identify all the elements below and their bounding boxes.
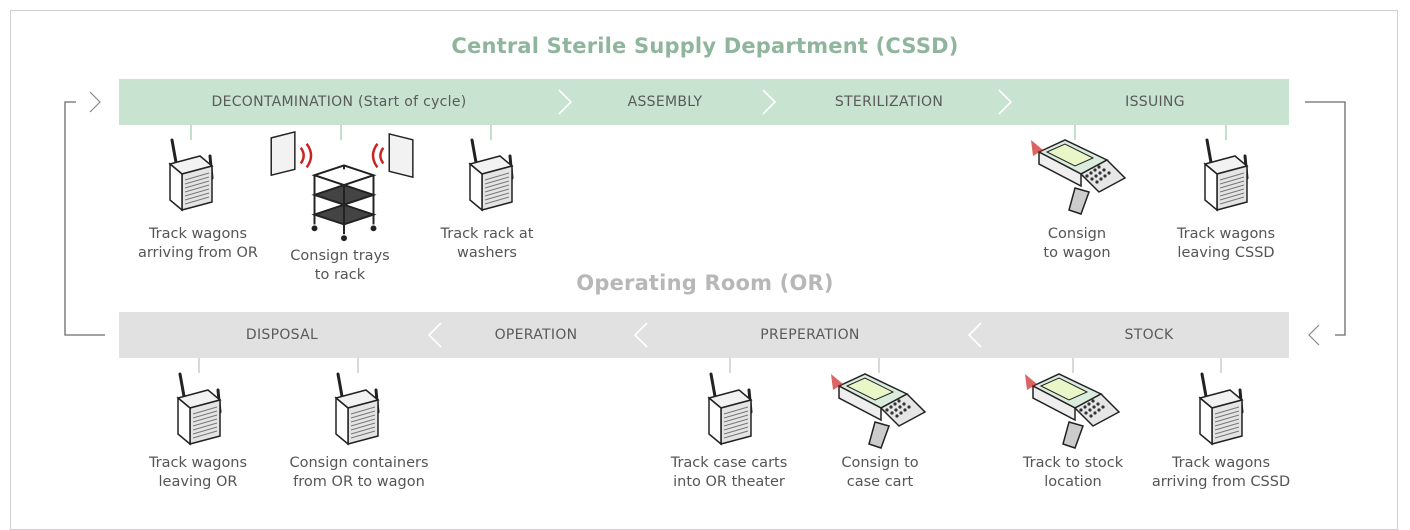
cssd-item-label: Track wagons leaving CSSD <box>1176 226 1276 261</box>
rfid-reader-icon <box>322 366 392 456</box>
chevron-left-icon <box>427 322 442 348</box>
or-item-label: Track wagons arriving from CSSD <box>1151 455 1291 490</box>
chevron-left-icon <box>633 322 648 348</box>
chevron-right-icon <box>762 89 777 115</box>
rfid-reader-icon <box>164 366 234 456</box>
chevron-right-icon <box>998 89 1013 115</box>
or-item-label: Track to stock location <box>1022 455 1124 490</box>
or-item-label: Consign to case cart <box>841 455 919 490</box>
or-process-band: DISPOSAL OPERATION PREPERATION STOCK <box>119 312 1289 358</box>
cssd-process-band: DECONTAMINATION (Start of cycle) ASSEMBL… <box>119 79 1289 125</box>
cssd-title: Central Sterile Supply Department (CSSD) <box>451 34 959 58</box>
chevron-left-icon <box>967 322 982 348</box>
loop-bracket-left <box>64 101 105 336</box>
handheld-scanner-icon <box>829 364 929 454</box>
handheld-scanner-icon <box>1029 130 1129 220</box>
connector-lines <box>190 125 1227 140</box>
rfid-reader-icon <box>1186 366 1256 456</box>
stage-operation: OPERATION <box>494 327 578 343</box>
stage-disposal: DISPOSAL <box>245 327 319 343</box>
rfid-reader-icon <box>695 366 765 456</box>
cssd-item-label: Track rack at washers <box>440 226 534 261</box>
stage-assembly: ASSEMBLY <box>627 94 703 110</box>
or-item-label: Consign containers from OR to wagon <box>289 455 429 490</box>
loop-bracket-right <box>1305 101 1346 336</box>
stage-sterilization: STERILIZATION <box>834 94 944 110</box>
loop-chevron-left-icon <box>89 91 101 113</box>
cssd-stage-chevrons <box>558 89 1013 115</box>
stage-issuing: ISSUING <box>1125 94 1185 110</box>
cssd-item-label: Consign trays to rack <box>290 248 390 283</box>
flow-connectors <box>64 91 1346 373</box>
stage-stock: STOCK <box>1124 327 1174 343</box>
loop-chevron-right-icon <box>1308 324 1320 346</box>
stage-decontamination: DECONTAMINATION (Start of cycle) <box>211 94 467 110</box>
cssd-item-label: Consign to wagon <box>1043 226 1111 261</box>
or-item-label: Track wagons leaving OR <box>148 455 248 490</box>
or-item-label: Track case carts into OR theater <box>670 455 788 490</box>
cssd-item-label: Track wagons arriving from OR <box>137 226 259 261</box>
rfid-reader-icon <box>456 132 526 222</box>
rfid-reader-icon <box>156 132 226 222</box>
rfid-reader-icon <box>1191 132 1261 222</box>
handheld-scanner-icon <box>1023 364 1123 454</box>
stage-preperation: PREPERATION <box>760 327 860 343</box>
chevron-right-icon <box>558 89 573 115</box>
or-stage-chevrons <box>427 322 982 348</box>
or-title: Operating Room (OR) <box>576 271 834 295</box>
